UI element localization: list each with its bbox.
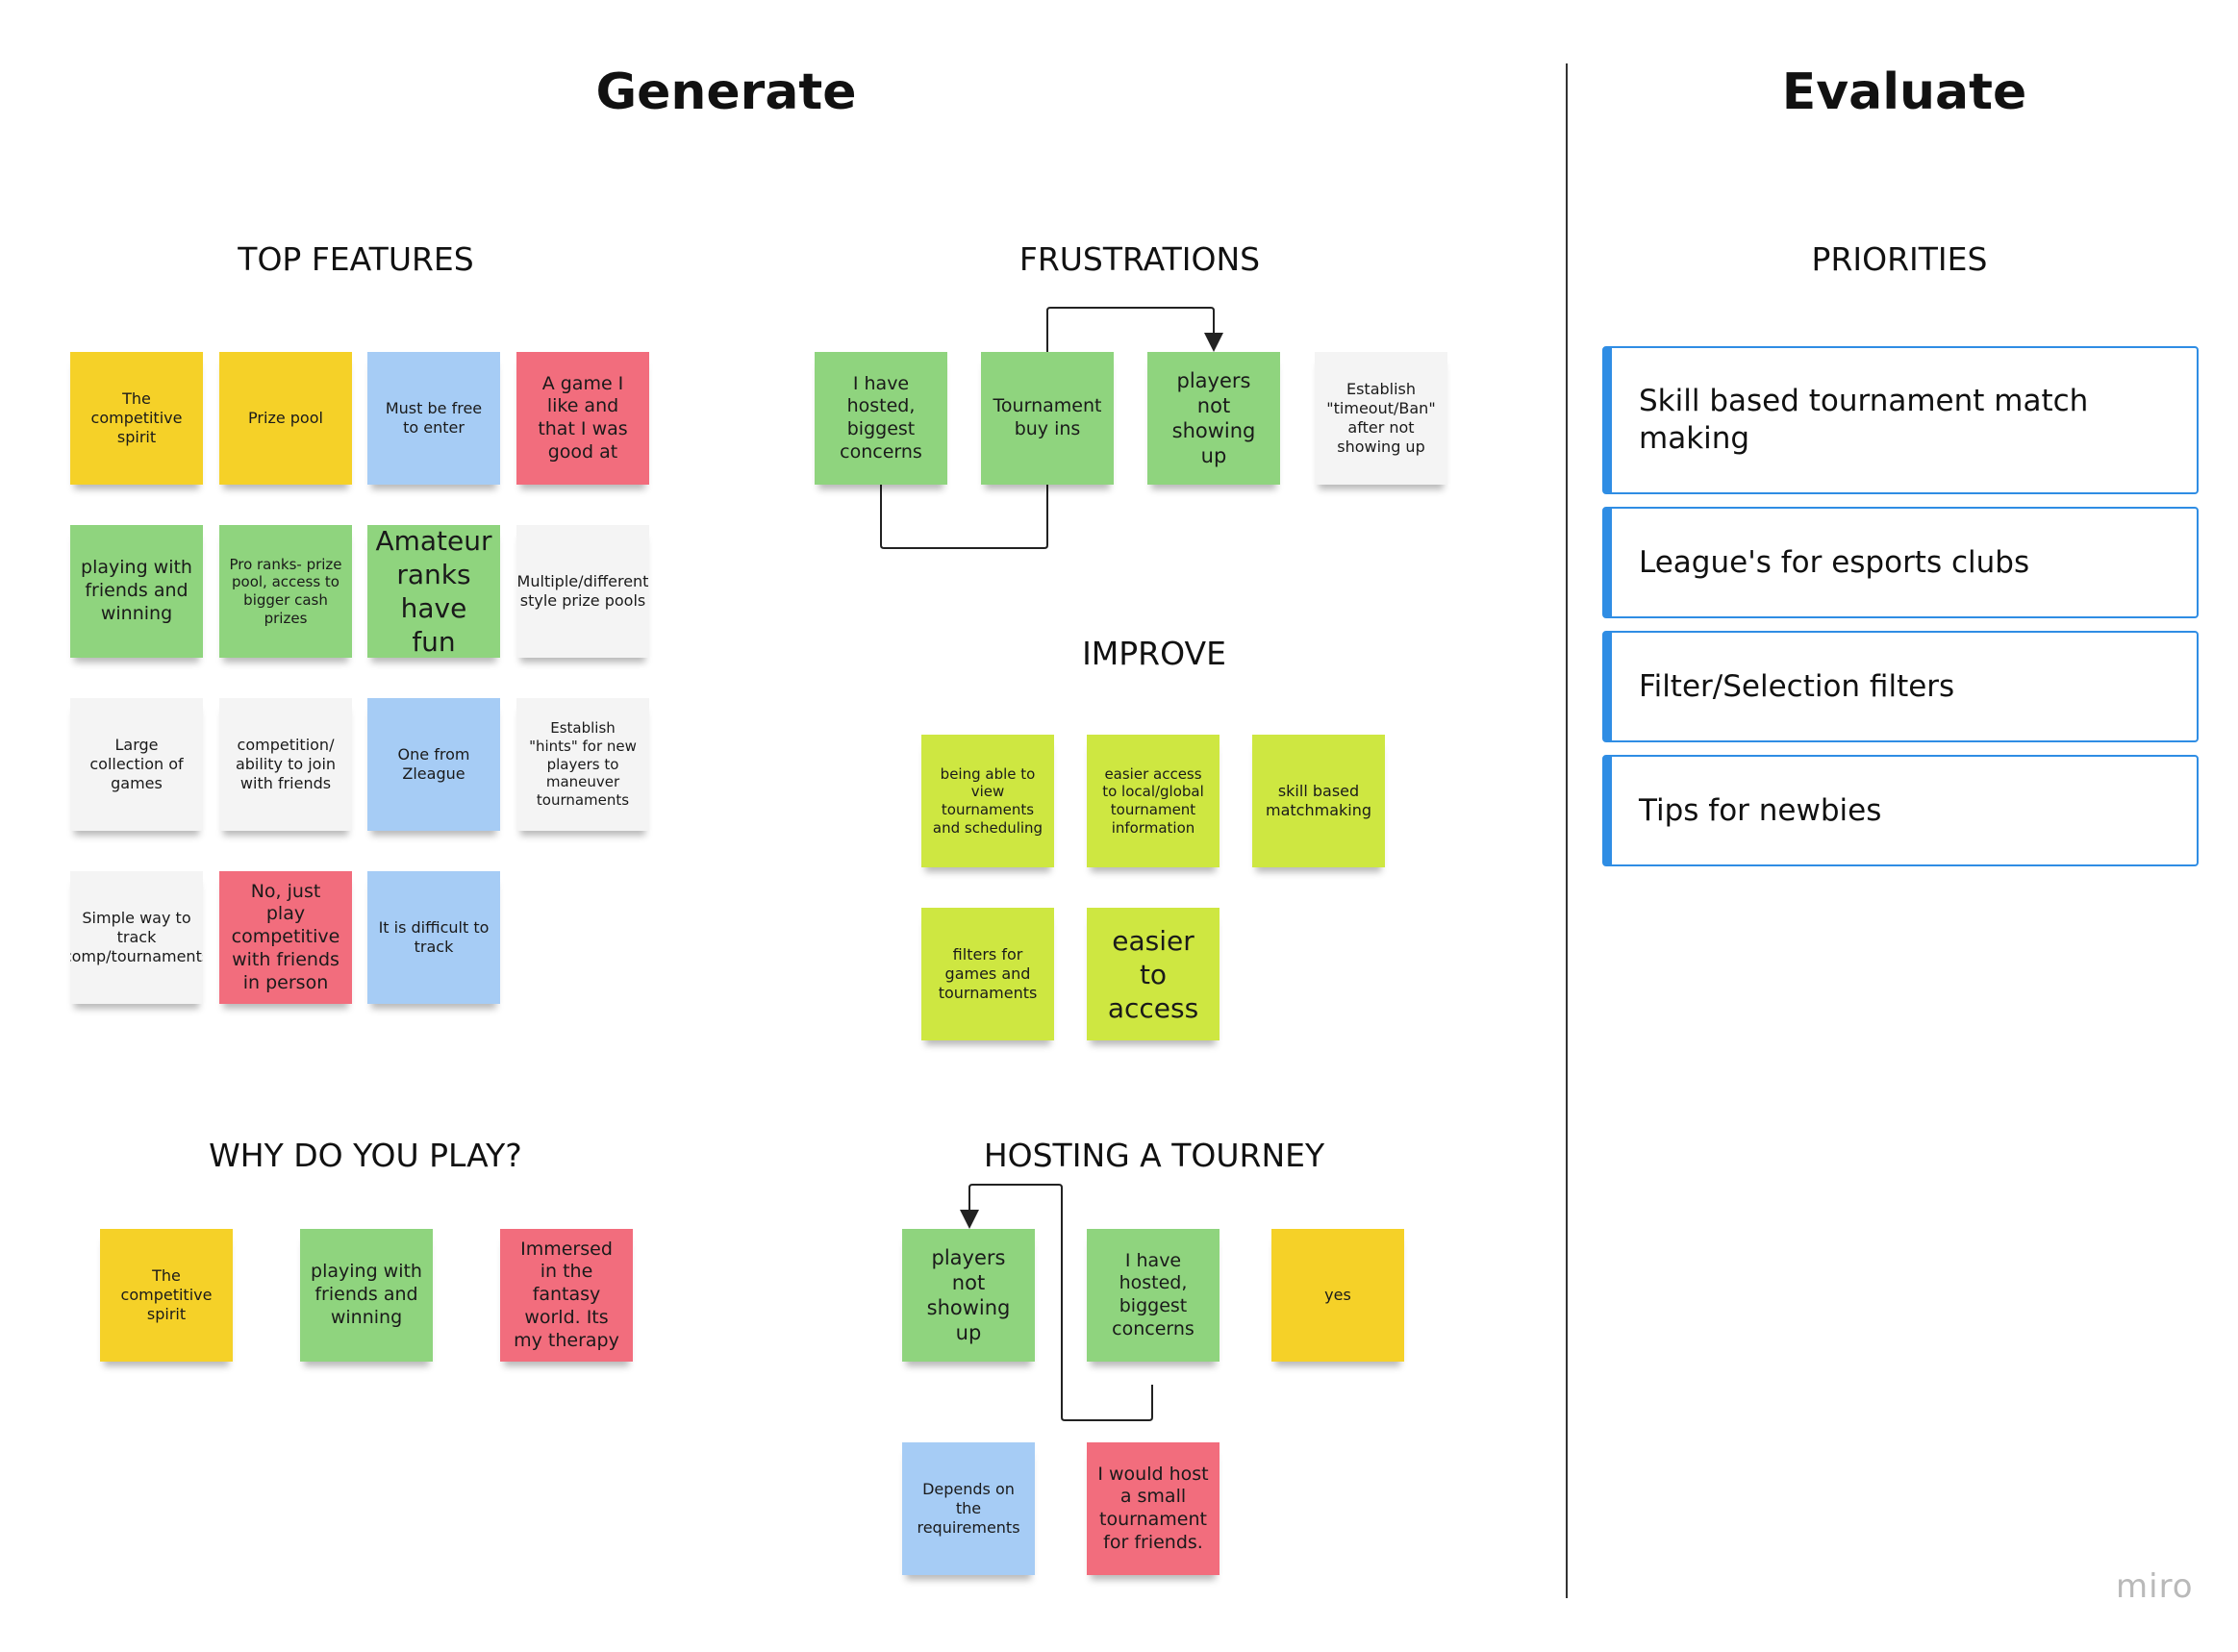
sticky-note[interactable]: easier to access bbox=[1087, 908, 1220, 1040]
sticky-note[interactable]: skill based matchmaking bbox=[1252, 735, 1385, 867]
priority-card[interactable]: League's for esports clubs bbox=[1602, 507, 2199, 618]
sticky-note[interactable]: Immersed in the fantasy world. Its my th… bbox=[500, 1229, 633, 1362]
generate-header: Generate bbox=[595, 63, 857, 121]
sticky-note[interactable]: Establish "hints" for new players to man… bbox=[516, 698, 649, 831]
miro-logo: miro bbox=[2116, 1567, 2194, 1606]
sticky-note[interactable]: It is difficult to track bbox=[367, 871, 500, 1004]
sticky-note[interactable]: being able to view tournaments and sched… bbox=[921, 735, 1054, 867]
sticky-note[interactable]: playing with friends and winning bbox=[70, 525, 203, 658]
sticky-note[interactable]: Amateur ranks have fun bbox=[367, 525, 500, 658]
priority-card-label: Filter/Selection filters bbox=[1639, 668, 1955, 704]
priority-card[interactable]: Tips for newbies bbox=[1602, 755, 2199, 866]
sticky-note[interactable]: Depends on the requirements bbox=[902, 1442, 1035, 1575]
frustrations-title: FRUSTRATIONS bbox=[1018, 240, 1261, 278]
sticky-note[interactable]: I have hosted, biggest concerns bbox=[815, 352, 947, 485]
connector-frustration-2 bbox=[1046, 307, 1223, 352]
sticky-note[interactable]: players not showing up bbox=[1147, 352, 1280, 485]
sticky-note[interactable]: Simple way to track comp/tournaments bbox=[70, 871, 203, 1004]
sticky-note[interactable]: One from Zleague bbox=[367, 698, 500, 831]
sticky-note[interactable]: A game I like and that I was good at bbox=[516, 352, 649, 485]
top-features-title: TOP FEATURES bbox=[238, 240, 474, 278]
sticky-note[interactable]: Must be free to enter bbox=[367, 352, 500, 485]
sticky-note[interactable]: easier access to local/global tournament… bbox=[1087, 735, 1220, 867]
sticky-note[interactable]: I have hosted, biggest concerns bbox=[1087, 1229, 1220, 1362]
priority-card-label: League's for esports clubs bbox=[1639, 544, 2030, 580]
sticky-note[interactable]: playing with friends and winning bbox=[300, 1229, 433, 1362]
hosting-title: HOSTING A TOURNEY bbox=[983, 1137, 1325, 1174]
sticky-note[interactable]: competition/ ability to join with friend… bbox=[219, 698, 352, 831]
sticky-note[interactable]: Establish "timeout/Ban" after not showin… bbox=[1315, 352, 1447, 485]
sticky-note[interactable]: Large collection of games bbox=[70, 698, 203, 831]
column-divider bbox=[1566, 63, 1568, 1598]
sticky-note[interactable]: yes bbox=[1271, 1229, 1404, 1362]
priority-card-label: Tips for newbies bbox=[1639, 792, 1882, 828]
sticky-note[interactable]: No, just play competitive with friends i… bbox=[219, 871, 352, 1004]
sticky-note[interactable]: Tournament buy ins bbox=[981, 352, 1114, 485]
improve-title: IMPROVE bbox=[1082, 635, 1226, 672]
why-play-title: WHY DO YOU PLAY? bbox=[209, 1137, 522, 1174]
sticky-note[interactable]: The competitive spirit bbox=[100, 1229, 233, 1362]
sticky-note[interactable]: Prize pool bbox=[219, 352, 352, 485]
sticky-note[interactable]: The competitive spirit bbox=[70, 352, 203, 485]
sticky-note[interactable]: filters for games and tournaments bbox=[921, 908, 1054, 1040]
connector-frustration-1 bbox=[880, 485, 1048, 549]
sticky-note[interactable]: Pro ranks- prize pool, access to bigger … bbox=[219, 525, 352, 658]
sticky-note[interactable]: players not showing up bbox=[902, 1229, 1035, 1362]
priority-card[interactable]: Filter/Selection filters bbox=[1602, 631, 2199, 742]
priority-card[interactable]: Skill based tournament match making bbox=[1602, 346, 2199, 494]
evaluate-header: Evaluate bbox=[1781, 63, 2027, 121]
priorities-title: PRIORITIES bbox=[1811, 240, 1988, 278]
sticky-note[interactable]: I would host a small tournament for frie… bbox=[1087, 1442, 1220, 1575]
priority-card-label: Skill based tournament match making bbox=[1639, 384, 2089, 456]
sticky-note[interactable]: Multiple/different style prize pools bbox=[516, 525, 649, 658]
